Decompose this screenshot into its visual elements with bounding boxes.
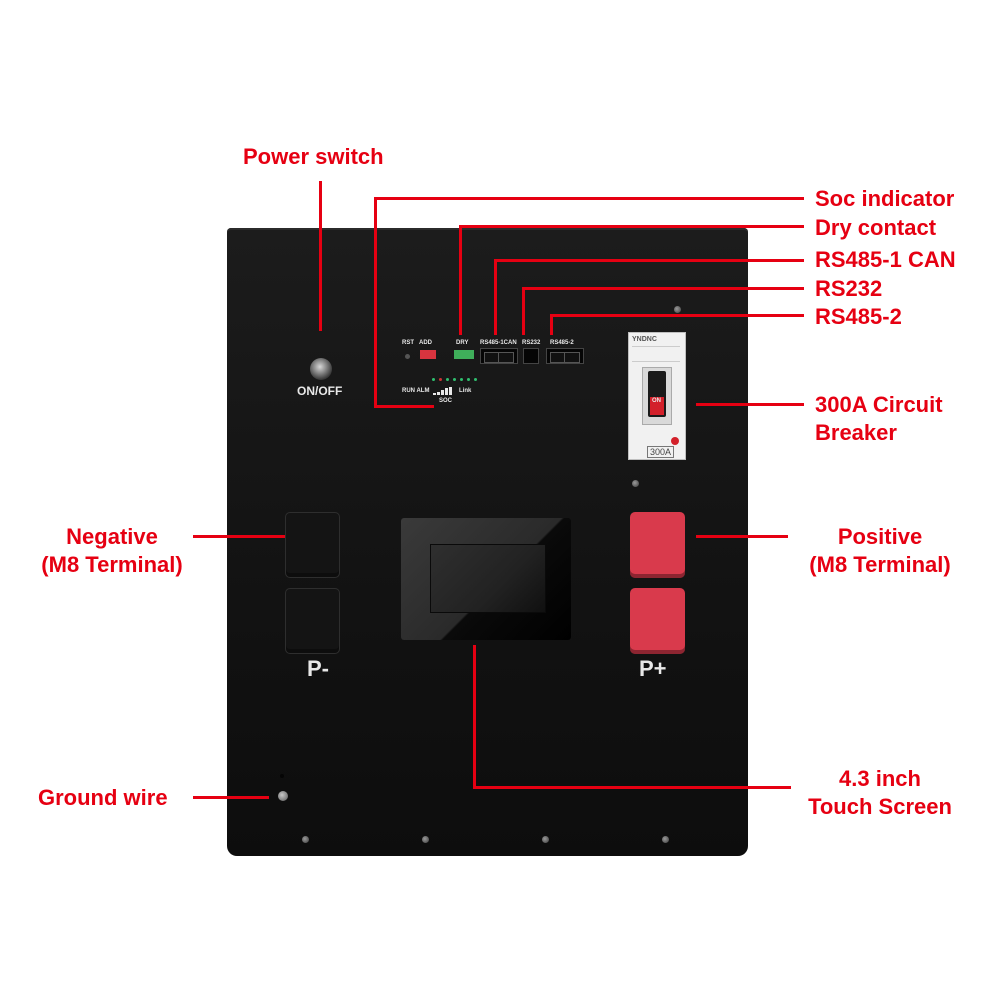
dry-contact-terminal[interactable] <box>454 350 474 359</box>
leader-line-touch-screen <box>473 645 476 788</box>
negative-terminal-label: P- <box>307 656 329 681</box>
callout-ground-wire: Ground wire <box>38 785 168 810</box>
callout-power-switch: Power switch <box>243 144 384 169</box>
negative-terminal-upper[interactable] <box>285 512 340 578</box>
leader-line-negative <box>193 535 285 538</box>
leader-line-rs232 <box>522 287 804 290</box>
callout-negative-line1: Negative <box>66 524 158 549</box>
panel-screw <box>662 836 669 843</box>
leader-line-touch-screen <box>473 786 791 789</box>
panel-screw <box>674 306 681 313</box>
leader-line-dry-contact <box>459 225 804 228</box>
breaker-test-button[interactable] <box>671 437 679 445</box>
leader-line-ground-wire <box>193 796 269 799</box>
battery-enclosure: ON/OFF RST ADD DRY RS485-1CAN RS232 RS48… <box>227 228 748 856</box>
callout-negative-line2: (M8 Terminal) <box>41 552 183 577</box>
callout-touch-screen-line1: 4.3 inch <box>839 766 921 791</box>
callout-positive-line1: Positive <box>837 524 923 549</box>
soc-led <box>460 378 463 381</box>
soc-led <box>453 378 456 381</box>
positive-terminal-upper[interactable] <box>630 512 685 578</box>
callout-touch-screen-line2: Touch Screen <box>808 794 952 819</box>
leader-line-soc-indicator <box>374 405 434 408</box>
breaker-brand-label: YNDNC <box>632 336 657 343</box>
soc-led <box>432 378 435 381</box>
leader-line-circuit-breaker <box>696 403 804 406</box>
on-off-label: ON/OFF <box>297 384 343 398</box>
leader-line-rs232 <box>522 287 525 335</box>
callout-soc-indicator: Soc indicator <box>815 186 955 211</box>
panel-screw <box>422 836 429 843</box>
callout-touch-screen: 4.3 inch Touch Screen <box>790 765 970 821</box>
panel-screw <box>632 480 639 487</box>
breaker-rating-label: 300A <box>647 446 675 458</box>
callout-circuit-breaker-line2: Breaker <box>815 420 897 445</box>
positive-terminal-label: P+ <box>639 656 667 681</box>
callout-circuit-breaker: 300A Circuit Breaker <box>815 391 943 447</box>
rs232-port[interactable] <box>523 348 539 364</box>
soc-led <box>467 378 470 381</box>
rs485-2-port[interactable] <box>546 348 584 364</box>
callout-positive-line2: (M8 Terminal) <box>809 552 951 577</box>
ground-hole <box>280 774 284 778</box>
callout-circuit-breaker-line1: 300A Circuit <box>815 392 943 417</box>
breaker-toggle-tab <box>650 397 664 415</box>
callout-rs485-2: RS485-2 <box>815 304 902 329</box>
rs485-1-can-port[interactable] <box>480 348 518 364</box>
rst-label: RST <box>402 340 414 346</box>
rs232-label: RS232 <box>522 340 541 346</box>
add-label: ADD <box>419 340 432 346</box>
soc-led <box>474 378 477 381</box>
positive-terminal-lower[interactable] <box>630 588 685 654</box>
panel-screw <box>542 836 549 843</box>
circuit-breaker: YNDNC ON 300A <box>628 332 686 460</box>
leader-line-soc-indicator <box>374 197 804 200</box>
ground-wire-screw[interactable] <box>278 791 288 801</box>
leader-line-rs485-1-can <box>494 259 804 262</box>
rs485-1can-label: RS485-1CAN <box>480 340 517 346</box>
touch-screen-bezel <box>401 518 571 640</box>
leader-line-positive <box>696 535 788 538</box>
leader-line-rs485-2 <box>550 314 553 335</box>
rs485-2-label: RS485-2 <box>550 340 574 346</box>
run-alm-label: RUN ALM <box>402 388 430 394</box>
power-switch-button[interactable] <box>310 358 332 380</box>
signal-bars-icon <box>433 387 452 395</box>
soc-led <box>439 378 442 381</box>
breaker-toggle[interactable]: ON <box>648 371 666 417</box>
leader-line-rs485-1-can <box>494 259 497 335</box>
panel-screw <box>302 836 309 843</box>
dry-label: DRY <box>456 340 469 346</box>
link-label: Link <box>459 388 472 394</box>
negative-terminal-lower[interactable] <box>285 588 340 654</box>
callout-rs232: RS232 <box>815 276 883 301</box>
soc-led <box>446 378 449 381</box>
breaker-spec-text <box>632 346 680 362</box>
breaker-on-label: ON <box>652 398 661 404</box>
callout-rs485-1-can: RS485-1 CAN <box>815 247 956 272</box>
reset-button[interactable] <box>405 354 410 359</box>
leader-line-dry-contact <box>459 225 462 335</box>
address-dip-switch[interactable] <box>420 350 436 359</box>
soc-label: SOC <box>439 398 453 404</box>
leader-line-rs485-2 <box>550 314 804 317</box>
touch-screen-display[interactable] <box>430 544 546 613</box>
leader-line-soc-indicator <box>374 197 377 407</box>
leader-line-power-switch <box>319 181 322 331</box>
callout-dry-contact: Dry contact <box>815 215 937 240</box>
callout-positive: Positive (M8 Terminal) <box>790 523 970 579</box>
callout-negative: Negative (M8 Terminal) <box>22 523 202 579</box>
